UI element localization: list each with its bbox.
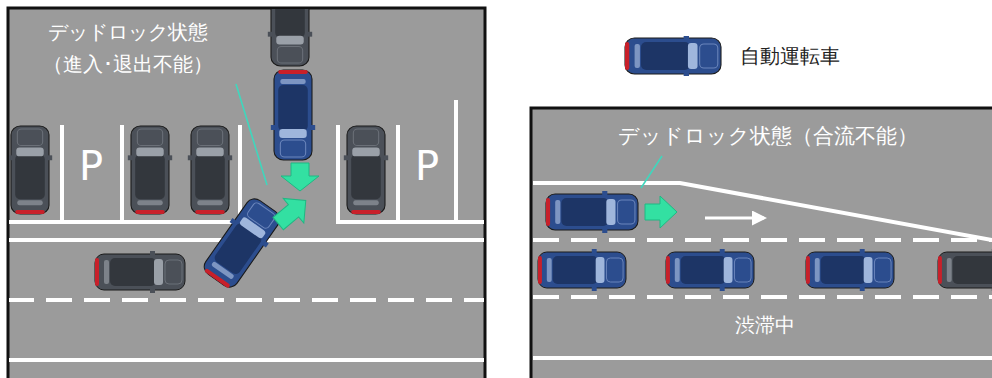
autonomous-car <box>198 193 286 292</box>
move-arrow <box>645 196 677 228</box>
autonomous-car <box>271 70 315 160</box>
legend-car-icon <box>622 36 724 76</box>
road-markings <box>533 156 992 358</box>
car <box>268 9 312 66</box>
legend-entry: 自動運転車 <box>622 36 840 76</box>
parking-mark: P <box>79 142 103 190</box>
parking-lot <box>8 8 485 378</box>
leader-line <box>236 84 267 185</box>
autonomous-car <box>666 249 754 291</box>
traffic-note: 渋滞中 <box>735 313 795 337</box>
autonomous-car <box>538 249 626 291</box>
car <box>188 126 232 214</box>
car <box>344 126 388 214</box>
move-arrow <box>268 163 319 236</box>
car <box>9 126 52 214</box>
parking-markings <box>9 9 484 360</box>
road <box>531 108 992 378</box>
legend-text: 自動運転車 <box>740 43 840 70</box>
parking-mark: P <box>415 142 439 190</box>
autonomous-car <box>546 191 638 233</box>
car <box>95 251 185 293</box>
autonomous-car <box>625 36 721 76</box>
autonomous-car <box>806 249 894 291</box>
car <box>128 126 172 214</box>
leader-line <box>641 156 662 188</box>
callout-text: デッドロック状態（合流不能） <box>618 124 918 149</box>
car <box>938 249 992 291</box>
callout-text: デッドロック状態 （進入･退出不能） <box>14 16 242 80</box>
